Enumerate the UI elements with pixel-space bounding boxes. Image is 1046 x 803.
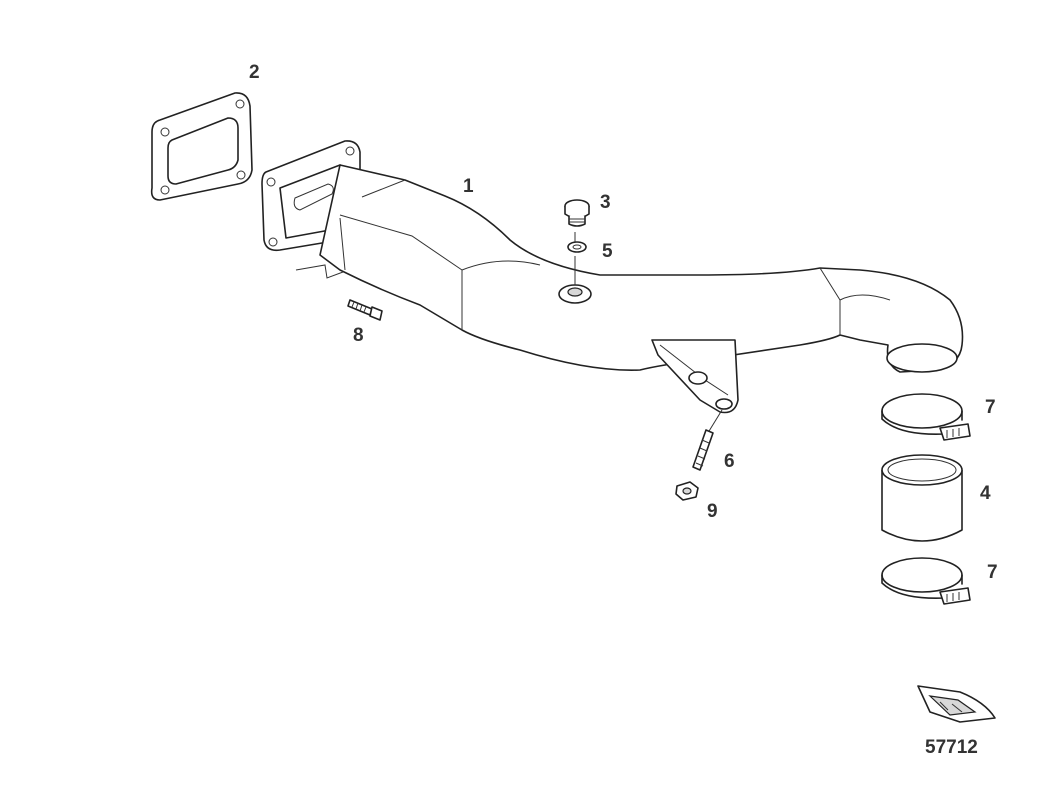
callout-1: 1 <box>463 176 474 197</box>
part-clamp-upper <box>881 393 971 441</box>
part-clamp-lower <box>881 557 971 605</box>
part-gasket <box>150 92 253 201</box>
part-bracket <box>651 339 739 437</box>
part-hose <box>881 454 963 542</box>
callout-7-lower: 7 <box>987 562 998 583</box>
callout-2: 2 <box>249 62 260 83</box>
part-exhaust-elbow <box>261 140 964 373</box>
callout-9: 9 <box>707 501 718 522</box>
part-washer <box>567 241 587 253</box>
boat-orientation-icon <box>917 685 996 723</box>
callout-6: 6 <box>724 451 735 472</box>
callout-8: 8 <box>353 325 364 346</box>
callout-7-upper: 7 <box>985 397 996 418</box>
reference-number: 57712 <box>925 737 978 758</box>
callout-5: 5 <box>602 241 613 262</box>
part-nut <box>675 481 699 501</box>
part-plug <box>564 199 590 227</box>
callout-4: 4 <box>980 483 991 504</box>
callout-3: 3 <box>600 192 611 213</box>
part-bolt <box>347 299 383 321</box>
part-stud <box>692 429 714 471</box>
